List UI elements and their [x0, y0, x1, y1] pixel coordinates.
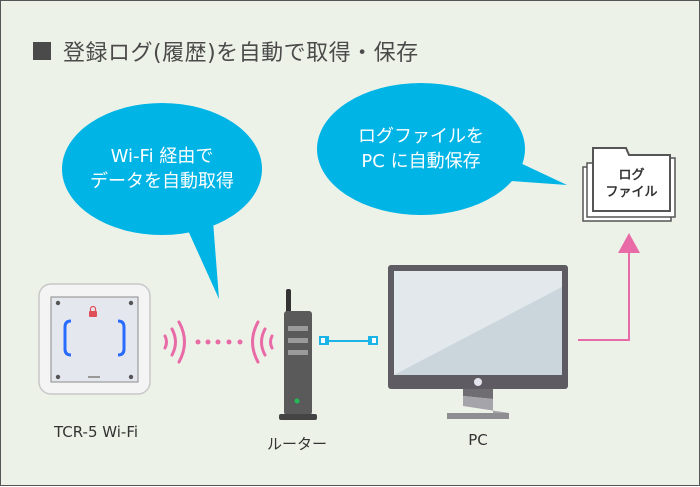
speech-bubble-save: [317, 83, 567, 215]
pc-label: PC: [468, 431, 488, 449]
wifi-signal-icon: [163, 320, 274, 364]
save-arrow-icon: [578, 233, 640, 341]
bubble-wifi-line1: Wi-Fi 経由で: [110, 146, 214, 167]
pc-monitor-icon: [388, 265, 568, 419]
router-icon: [279, 289, 317, 420]
folder-label: ログ ファイル: [593, 167, 670, 201]
bubble-save-line1: ログファイルを: [358, 126, 484, 147]
reader-label: TCR-5 Wi-Fi: [53, 423, 139, 441]
lan-cable-icon: [319, 336, 378, 345]
title-bullet-icon: [33, 42, 51, 60]
wifi-dots: [195, 339, 243, 345]
bubble-wifi-line2: データを自動取得: [90, 171, 234, 192]
folder-label-line2: ファイル: [605, 185, 658, 200]
speech-bubble-wifi: [62, 103, 262, 299]
diagram-title: 登録ログ(履歴)を自動で取得・保存: [33, 35, 419, 67]
bubble-save-line2: PC に自動保存: [361, 151, 481, 172]
router-label: ルーター: [266, 435, 327, 453]
folder-label-line1: ログ: [618, 168, 645, 183]
bubble-save-text: ログファイルを PC に自動保存: [323, 124, 519, 174]
log-file-folder-icon: [582, 147, 676, 222]
title-text: 登録ログ(履歴)を自動で取得・保存: [63, 41, 419, 66]
bubble-wifi-text: Wi-Fi 経由で データを自動取得: [67, 144, 257, 194]
card-reader-icon: [38, 283, 151, 395]
